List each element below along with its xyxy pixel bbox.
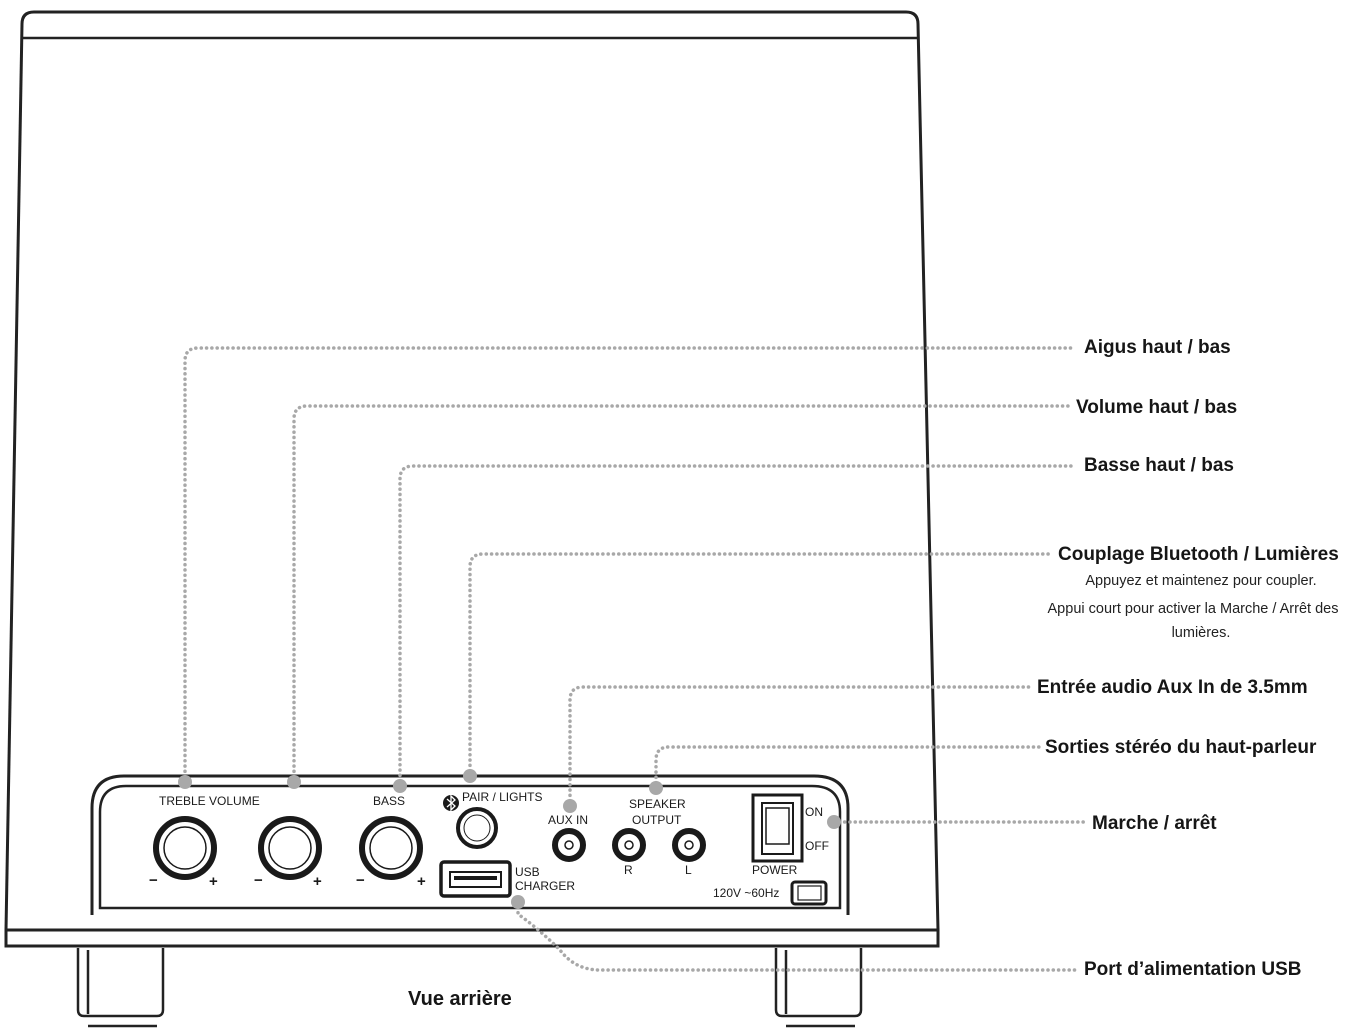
panel-label-output: OUTPUT	[632, 813, 682, 827]
bass-plus-sign: +	[417, 873, 426, 890]
callout-bluetooth-note-1: Appuyez et maintenez pour coupler.	[1085, 573, 1317, 589]
speaker-output-l-jack[interactable]	[672, 828, 706, 862]
volume-knob[interactable]	[258, 816, 322, 880]
figure-caption: Vue arrière	[408, 988, 512, 1010]
usb-charger-port[interactable]	[439, 860, 512, 898]
panel-label-usb: USB	[515, 865, 540, 879]
treble-knob[interactable]	[153, 816, 217, 880]
aux-in-jack[interactable]	[552, 828, 586, 862]
panel-label-voltage: 120V ~60Hz	[713, 886, 780, 900]
cabinet-feet	[76, 948, 863, 1028]
panel-label-pair-lights: PAIR / LIGHTS	[462, 790, 543, 804]
speaker-output-r-jack[interactable]	[612, 828, 646, 862]
panel-label-on: ON	[805, 805, 823, 819]
panel-label-treble-volume: TREBLE VOLUME	[159, 794, 260, 808]
voltage-plate	[790, 880, 828, 906]
power-switch[interactable]	[751, 793, 804, 863]
callout-treble: Aigus haut / bas	[1084, 337, 1231, 358]
panel-label-aux-in: AUX IN	[548, 813, 589, 827]
bass-knob[interactable]	[359, 816, 423, 880]
panel-label-r: R	[624, 863, 633, 877]
volume-minus-sign: −	[254, 872, 263, 889]
pair-lights-button[interactable]	[456, 807, 498, 849]
treble-minus-sign: −	[149, 872, 158, 889]
panel-label-charger: CHARGER	[515, 879, 576, 893]
leader-lines	[183, 346, 1088, 972]
callout-bluetooth-note-3: lumières.	[1171, 625, 1231, 641]
callout-bass: Basse haut / bas	[1084, 455, 1234, 476]
speaker-cabinet	[4, 10, 940, 948]
callout-aux: Entrée audio Aux In de 3.5mm	[1037, 677, 1308, 698]
callout-bluetooth-title: Couplage Bluetooth / Lumières	[1058, 544, 1339, 565]
callout-volume: Volume haut / bas	[1076, 397, 1238, 418]
callout-usb: Port d’alimentation USB	[1084, 959, 1302, 980]
panel-label-bass: BASS	[373, 794, 406, 808]
panel-label-off: OFF	[805, 839, 829, 853]
leader-dots	[178, 769, 841, 909]
callout-bluetooth-note-2: Appui court pour activer la Marche / Arr…	[1047, 601, 1339, 617]
panel-label-speaker: SPEAKER	[629, 797, 686, 811]
treble-plus-sign: +	[209, 873, 218, 890]
bluetooth-icon	[443, 794, 459, 812]
panel-label-l: L	[685, 863, 692, 877]
callout-power: Marche / arrêt	[1092, 813, 1217, 834]
bass-minus-sign: −	[356, 872, 365, 889]
callout-speaker: Sorties stéréo du haut-parleur	[1045, 737, 1317, 758]
panel-label-power: POWER	[752, 863, 798, 877]
volume-plus-sign: +	[313, 873, 322, 890]
